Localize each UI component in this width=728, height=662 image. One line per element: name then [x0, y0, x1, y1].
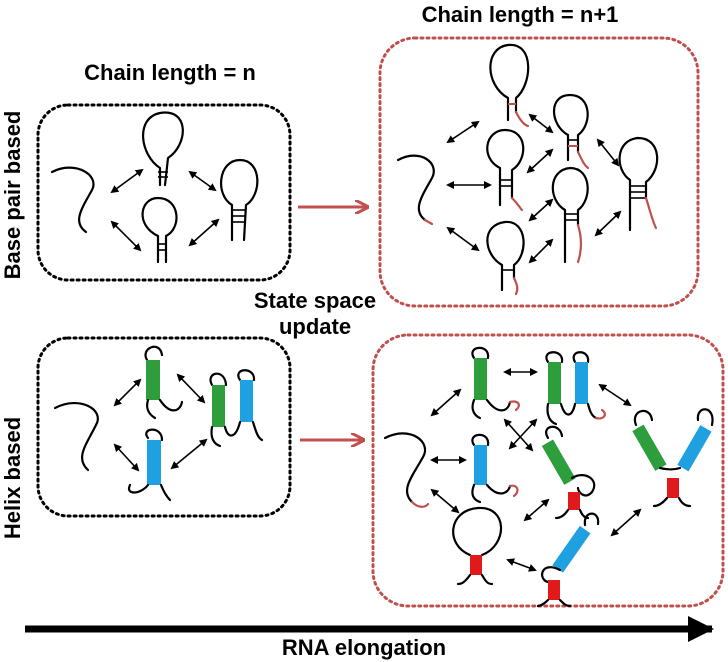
helix-red-4: [548, 580, 560, 600]
box-helix-n1: [371, 333, 725, 608]
helix-blue-5: [677, 425, 712, 472]
helix-n-structures: [53, 345, 264, 502]
helix-blue-4: [474, 445, 487, 485]
helix-green-2: [212, 385, 225, 427]
helix-blue-2: [240, 380, 253, 422]
box-basepair-n: [36, 103, 292, 282]
helix-blue-1: [147, 440, 161, 485]
helix-green-3: [474, 358, 487, 400]
helix-green-6: [632, 424, 667, 471]
bp-n-structures: [50, 111, 259, 264]
chain-length-n-label: Chain length = n: [84, 60, 256, 85]
helix-blue-3: [575, 362, 588, 404]
state-space-update-label-line1: State space: [254, 288, 376, 313]
bp-n1-structures: [396, 43, 659, 296]
helix-green-5: [541, 439, 576, 485]
helix-blue-6: [552, 525, 591, 573]
bp-n1-unfolded-strand: [396, 154, 435, 222]
box-helix-n: [36, 336, 292, 518]
bp-n-hairpin-1: [142, 111, 184, 187]
helix-green-4: [548, 362, 561, 404]
helix-red-2: [667, 478, 679, 498]
helix-n1-unfolded-strand: [383, 432, 426, 504]
rna-elongation-label: RNA elongation: [282, 635, 446, 660]
helix-n-unfolded-strand: [53, 402, 99, 472]
bp-n-hairpin-2: [141, 196, 178, 264]
row-label-helix: Helix based: [0, 417, 25, 539]
helix-n1-structures: [383, 346, 714, 608]
row-label-base-pair: Base pair based: [0, 111, 25, 280]
bp-n-unfolded-strand: [50, 166, 95, 234]
helix-red-3: [470, 555, 482, 575]
chain-length-n1-label: Chain length = n+1: [422, 2, 619, 27]
box-basepair-n1: [378, 36, 700, 308]
helix-red-1: [568, 492, 580, 510]
bp-n-hairpin-3: [220, 158, 259, 242]
helix-green-1: [146, 360, 160, 400]
state-space-update-label-line2: update: [279, 314, 351, 339]
